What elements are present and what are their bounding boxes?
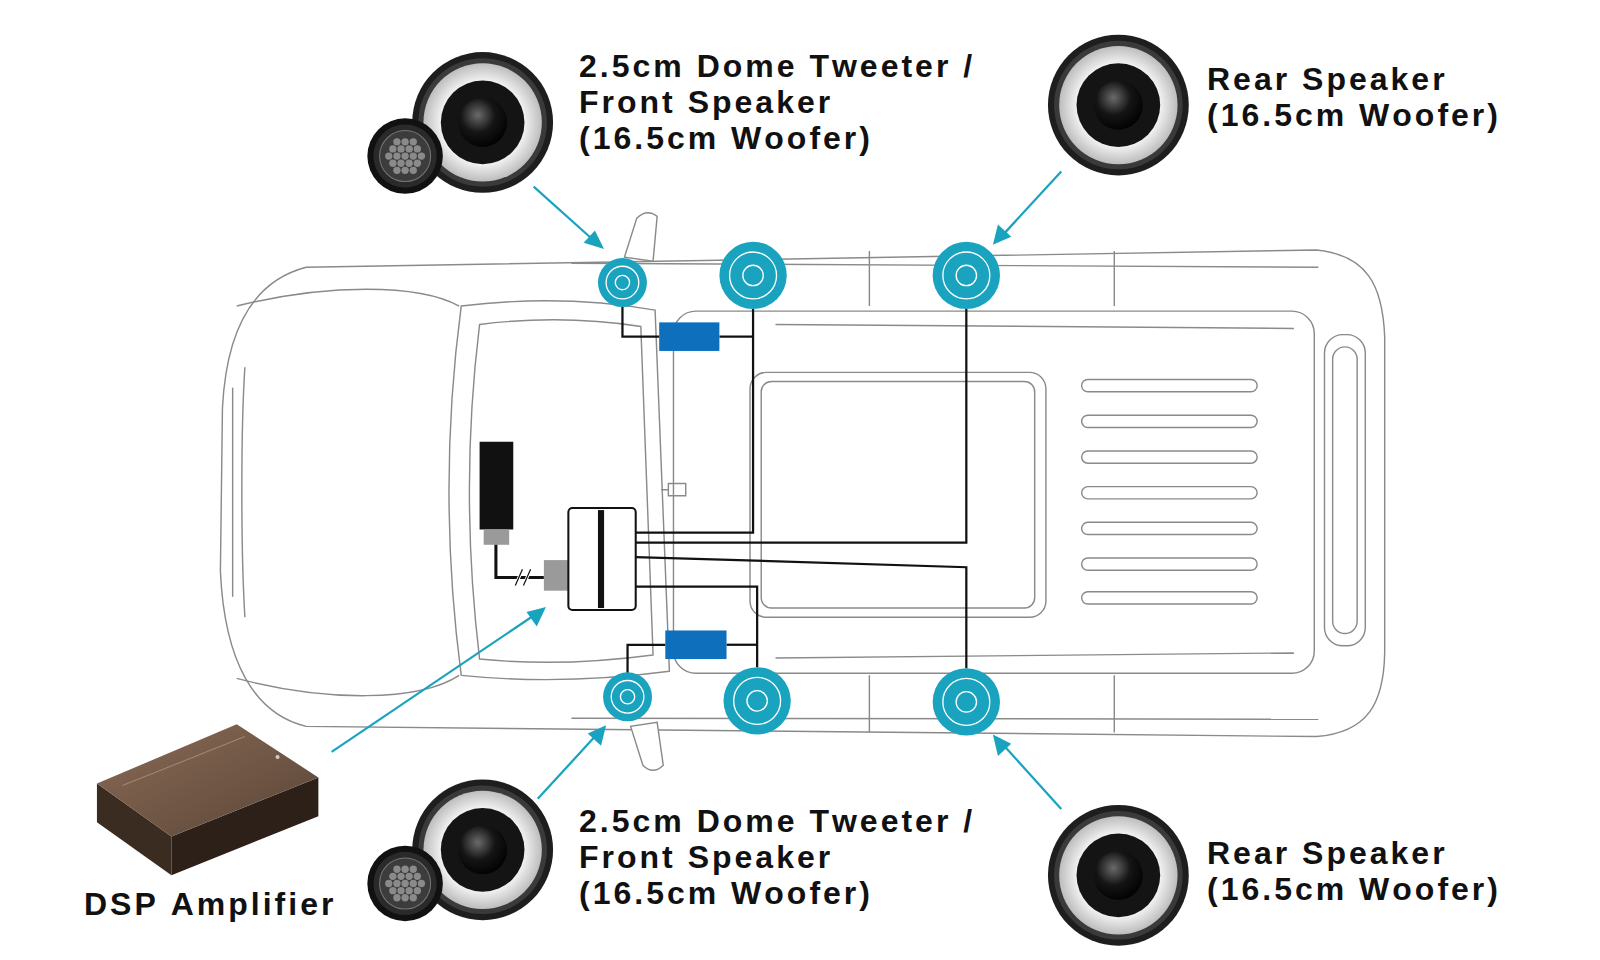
plug [544,560,568,591]
cable-break [515,569,530,585]
woofer-marker [933,668,1000,735]
crossover [665,630,726,659]
amplifier-divider [598,510,604,608]
car-outline [220,250,1384,737]
roof [673,311,1314,673]
connector [484,529,510,544]
callout-label: 2.5cm Dome Tweeter / Front Speaker (16.5… [579,48,980,156]
tweeter-photo [367,118,443,193]
head-unit [480,442,514,530]
rear-view-mirror [661,484,685,496]
mirror [631,722,664,770]
leader-arrows [332,171,1062,809]
callout-label: Rear Speaker (16.5cm Woofer) [1207,835,1507,907]
sunroof [750,372,1046,617]
sunroof-glass [761,382,1034,608]
amplifier-box [568,508,635,610]
roof-slats [1082,380,1258,604]
callout-label: Rear Speaker (16.5cm Woofer) [1207,61,1507,133]
door-line [869,251,1114,733]
woofer-marker [933,242,1000,309]
tweeter-photo [367,846,443,921]
roof-rail [776,324,1294,328]
hood-line [237,675,459,695]
hood-line [237,289,459,306]
woofer-photo [1048,35,1189,176]
callout-label: 2.5cm Dome Tweeter / Front Speaker (16.5… [579,803,980,911]
car-speakers [598,242,1000,736]
device-label: DSP Amplifier [84,886,336,922]
car-body [220,213,1384,771]
dsp-amplifier-photo [97,724,318,875]
grille-line [232,388,233,597]
woofer-marker [723,667,790,734]
woofer-photo [1048,805,1189,946]
tweeter-marker [603,672,652,721]
windshield-inner [469,320,653,663]
cable-break [515,569,530,585]
tweeter-marker [598,258,647,307]
roof-rail [776,653,1294,658]
mirror [624,213,657,262]
speaker-wires [622,306,966,673]
rear-window-inner [1333,347,1357,634]
crossover [659,322,719,351]
windshield [449,301,669,680]
grille-line [242,367,245,617]
rear-window [1324,335,1365,646]
woofer-marker [719,242,786,309]
